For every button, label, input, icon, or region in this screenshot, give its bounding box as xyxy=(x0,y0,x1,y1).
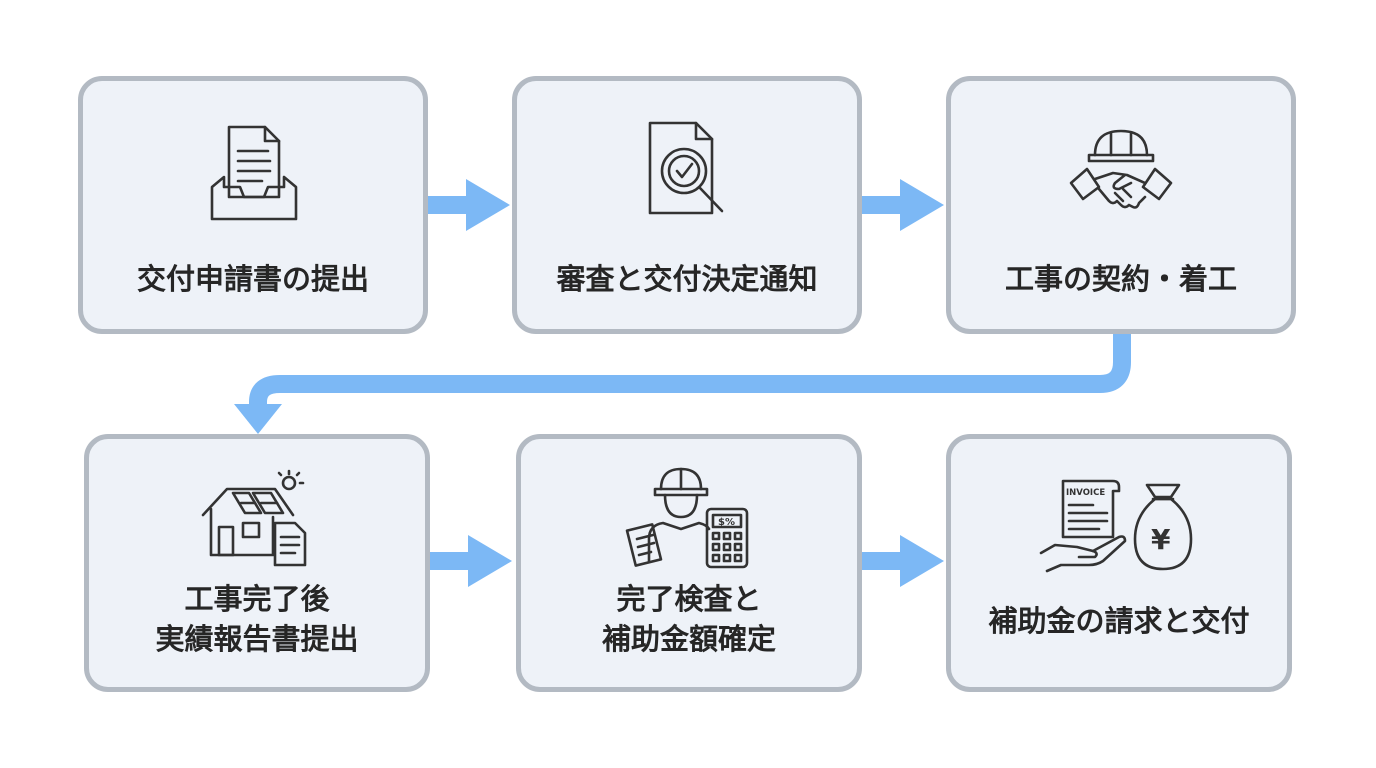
document-tray-icon xyxy=(210,125,298,221)
step-6-claim-payment: INVOICE ¥ 補助金の請求と交付 xyxy=(946,434,1292,692)
document-magnifier-icon xyxy=(648,121,724,215)
hardhat-handshake-icon xyxy=(1069,129,1173,209)
invoice-moneybag-icon: INVOICE ¥ xyxy=(1039,479,1193,573)
step-2-label: 審査と交付決定通知 xyxy=(556,262,818,296)
step-3-contract: 工事の契約・着工 xyxy=(946,76,1296,334)
step-4-label: 工事完了後 実績報告書提出 xyxy=(99,579,415,659)
arrow-1-to-2 xyxy=(428,179,510,231)
arrow-5-to-6 xyxy=(862,535,944,587)
arrow-3-to-4-head xyxy=(234,404,282,434)
step-5-label: 完了検査と 補助金額確定 xyxy=(531,579,847,659)
arrow-4-to-5 xyxy=(430,535,512,587)
dollar-percent-text: $% xyxy=(718,517,735,528)
step-5-label-line-1: 完了検査と xyxy=(616,582,762,616)
arrow-2-to-3 xyxy=(862,179,944,231)
invoice-text: INVOICE xyxy=(1066,488,1105,498)
yen-text: ¥ xyxy=(1151,523,1171,556)
step-1-label: 交付申請書の提出 xyxy=(136,262,369,296)
step-3-label: 工事の契約・着工 xyxy=(1004,262,1237,296)
step-4-completion-report: 工事完了後 実績報告書提出 xyxy=(84,434,430,692)
step-4-label-line-1: 工事完了後 xyxy=(184,582,330,616)
solar-house-document-icon xyxy=(201,469,307,567)
step-5-inspection: $% 完了検査と 補助金額確定 xyxy=(516,434,862,692)
step-5-label-line-2: 補助金額確定 xyxy=(601,622,776,656)
step-1-application: 交付申請書の提出 xyxy=(78,76,428,334)
step-2-review: 審査と交付決定通知 xyxy=(512,76,862,334)
arrow-3-to-4-line xyxy=(249,334,1131,410)
inspector-calculator-icon: $% xyxy=(625,467,749,569)
step-6-label: 補助金の請求と交付 xyxy=(988,604,1250,638)
step-4-label-line-2: 実績報告書提出 xyxy=(155,622,359,656)
